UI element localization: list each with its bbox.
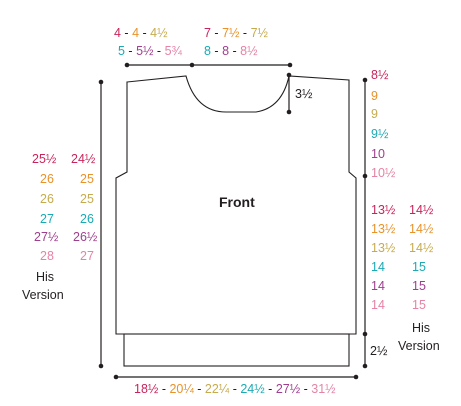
top-right-row-1: 7 - 7½ - 7½: [204, 26, 268, 40]
measure-size6: 5¾: [164, 44, 182, 58]
his-version-caption-right-line1: His: [412, 321, 431, 335]
his-version-caption-right-line2: Version: [398, 339, 440, 353]
neck-depth-label: 3½: [295, 87, 313, 101]
his-version-caption-left-line2: Version: [22, 288, 64, 302]
length-col2-size4: 26: [80, 212, 94, 226]
side-col2-size5: 15: [412, 279, 426, 293]
top-right-row-2: 8 - 8 - 8½: [204, 44, 258, 58]
length-col1-size1: 25½: [32, 152, 57, 166]
length-col2-size6: 27: [80, 249, 94, 263]
length-col2-size5: 26½: [73, 230, 98, 244]
measure-size6: 31½: [311, 382, 336, 396]
side-col1-size3: 13½: [371, 241, 396, 255]
length-col2-size3: 25: [80, 192, 94, 206]
length-col1-size6: 28: [40, 249, 54, 263]
length-col1-size4: 27: [40, 212, 54, 226]
side-col1-size6: 14: [371, 298, 385, 312]
length-col2-size2: 25: [80, 172, 94, 186]
measure-size5: 5½: [136, 44, 154, 58]
side-col1-size4: 14: [371, 260, 385, 274]
his-version-caption-left-line1: His: [36, 270, 55, 284]
measure-size5: 8: [222, 44, 230, 58]
measure-size2: 7½: [222, 26, 240, 40]
length-col1-size2: 26: [40, 172, 54, 186]
measure-size1: 4: [114, 26, 121, 40]
front-label: Front: [219, 194, 255, 210]
measure-size1: 18½: [134, 382, 159, 396]
side-col2-size2: 14½: [409, 222, 434, 236]
measure-size3: 22¼: [204, 382, 230, 396]
side-col2-size1: 14½: [409, 203, 434, 217]
side-col1-size2: 13½: [371, 222, 396, 236]
measure-size3: 4½: [150, 26, 168, 40]
measure-size4: 24½: [240, 382, 265, 396]
length-col1-size3: 26: [40, 192, 54, 206]
side-col1-size1: 13½: [371, 203, 396, 217]
armhole-size2: 9: [371, 89, 378, 103]
armhole-size4: 9½: [371, 127, 389, 141]
measure-size1: 7: [204, 26, 211, 40]
length-col2-size1: 24½: [71, 152, 96, 166]
side-col2-size6: 15: [412, 298, 426, 312]
measure-size3: 7½: [250, 26, 268, 40]
front-body-outline: [115, 75, 357, 335]
measure-size6: 8½: [240, 44, 258, 58]
armhole-size3: 9: [371, 107, 378, 121]
top-left-row-2: 5 - 5½ - 5¾: [118, 44, 182, 58]
measure-size5: 27½: [275, 382, 301, 396]
ribbing-depth-label: 2½: [370, 344, 388, 358]
armhole-size6: 10½: [371, 166, 396, 180]
ribbing-outline: [123, 333, 350, 367]
bottom-width-row: 18½ - 20¼ - 22¼ - 24½ - 27½ - 31½: [134, 382, 336, 396]
armhole-size1: 8½: [371, 68, 389, 82]
side-col2-size4: 15: [412, 260, 426, 274]
length-col1-size5: 27½: [34, 230, 59, 244]
side-col1-size5: 14: [371, 279, 385, 293]
top-left-row-1: 4 - 4 - 4½: [114, 26, 168, 40]
side-col2-size3: 14½: [409, 241, 434, 255]
measure-size2: 4: [132, 26, 140, 40]
measure-size2: 20¼: [169, 382, 194, 396]
measure-size4: 5: [118, 44, 125, 58]
armhole-size5: 10: [371, 147, 385, 161]
measure-size4: 8: [204, 44, 211, 58]
